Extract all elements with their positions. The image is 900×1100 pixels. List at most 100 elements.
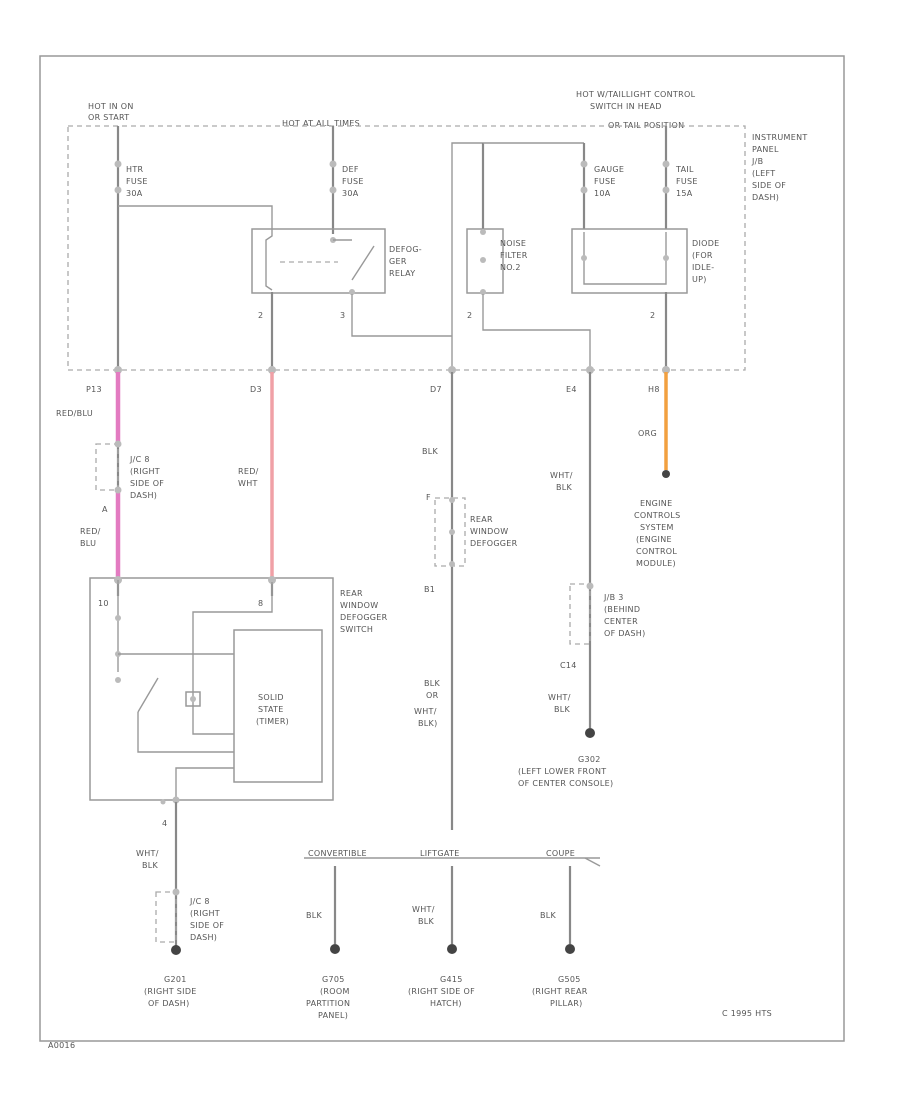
- ground-g415-label: G415 (RIGHT SIDE OF HATCH): [408, 975, 475, 1008]
- wire-label-red-blu: RED/BLU: [56, 409, 93, 418]
- wire-label-blk-2: BLK: [306, 911, 323, 920]
- svg-text:J/C 8: J/C 8: [129, 455, 150, 464]
- switch-terminal-8: [268, 576, 276, 584]
- ecm-terminal: [662, 470, 670, 478]
- switch-contact-arm: [137, 677, 159, 713]
- svg-text:WHT/: WHT/: [412, 905, 435, 914]
- switch-pin-8: 8: [258, 599, 263, 608]
- def-fuse-bottom-terminal: [329, 186, 337, 194]
- svg-text:UP): UP): [692, 275, 707, 284]
- wire-label-blk-1: BLK: [422, 447, 439, 456]
- wire-label-wht-blk-1: WHT/ BLK: [550, 471, 573, 492]
- ground-g505: [565, 944, 575, 954]
- wire-label-blk-3: BLK: [540, 911, 557, 920]
- def-fuse-label: DEF FUSE 30A: [342, 165, 364, 198]
- svg-text:PILLAR): PILLAR): [550, 999, 583, 1008]
- htr-fuse-bottom-terminal: [114, 186, 122, 194]
- svg-text:DASH): DASH): [752, 193, 779, 202]
- instrument-panel-label: INSTRUMENT PANEL J/B (LEFT SIDE OF DASH): [751, 133, 808, 202]
- jb3-pin-c14: C14: [560, 661, 577, 670]
- defogger-relay-label: DEFOG- GER RELAY: [389, 245, 422, 278]
- ground-g201-label: G201 (RIGHT SIDE OF DASH): [144, 975, 197, 1008]
- diode-element-right: [663, 255, 669, 261]
- switch-pin-10: 10: [98, 599, 109, 608]
- switch-node-1: [115, 615, 121, 621]
- pin-e4: E4: [566, 385, 577, 394]
- pin-d7: D7: [430, 385, 442, 394]
- defogger-pin-plus: F: [426, 493, 431, 502]
- svg-text:MODULE): MODULE): [636, 559, 676, 568]
- svg-text:G505: G505: [558, 975, 581, 984]
- defogger-terminal-bottom: [449, 561, 455, 567]
- ground-g505-label: G505 (RIGHT REAR PILLAR): [532, 975, 587, 1008]
- svg-text:30A: 30A: [342, 189, 359, 198]
- htr-fuse-top-terminal: [114, 160, 122, 168]
- defogger-terminal-top: [449, 497, 455, 503]
- connector-e4: [586, 366, 594, 374]
- svg-text:INSTRUMENT: INSTRUMENT: [752, 133, 808, 142]
- ground-g705: [330, 944, 340, 954]
- svg-text:FUSE: FUSE: [342, 177, 364, 186]
- diagram-code-label: A0016: [48, 1041, 75, 1050]
- svg-text:SOLID: SOLID: [258, 693, 284, 702]
- svg-text:DEF: DEF: [342, 165, 359, 174]
- svg-text:BLK): BLK): [418, 719, 438, 728]
- hot-light-label-2: SWITCH IN HEAD: [590, 102, 662, 111]
- svg-text:NOISE: NOISE: [500, 239, 526, 248]
- svg-text:FUSE: FUSE: [594, 177, 616, 186]
- svg-text:NO.2: NO.2: [500, 263, 521, 272]
- solid-state-timer-box: [233, 629, 323, 783]
- svg-text:SWITCH: SWITCH: [340, 625, 373, 634]
- noise-filter-terminal-bottom: [480, 289, 486, 295]
- svg-text:WHT/: WHT/: [550, 471, 573, 480]
- defogger-switch-box: [89, 577, 334, 801]
- body-style-bus-end: [584, 857, 601, 867]
- solid-state-timer-label: SOLID STATE (TIMER): [256, 693, 289, 726]
- svg-text:IDLE-: IDLE-: [692, 263, 714, 272]
- wire-relay-to-ground-bus: [351, 294, 452, 337]
- defogger-pin-b1: B1: [424, 585, 435, 594]
- svg-text:WINDOW: WINDOW: [470, 527, 508, 536]
- svg-text:SIDE OF: SIDE OF: [752, 181, 786, 190]
- diode-loop: [583, 232, 667, 285]
- noise-pin-2: 2: [467, 311, 472, 320]
- ground-g302: [585, 728, 595, 738]
- svg-text:(RIGHT SIDE: (RIGHT SIDE: [144, 987, 197, 996]
- svg-text:30A: 30A: [126, 189, 143, 198]
- svg-text:CENTER: CENTER: [604, 617, 638, 626]
- wire-label-red-blu-2: RED/ BLU: [80, 527, 100, 548]
- defogger-switch-label: REAR WINDOW DEFOGGER SWITCH: [340, 589, 387, 634]
- wire-noise-filter-out: [482, 294, 591, 370]
- jb3-label: J/B 3 (BEHIND CENTER OF DASH): [603, 593, 646, 638]
- diode-label: DIODE (FOR IDLE- UP): [692, 239, 719, 284]
- svg-text:OF DASH): OF DASH): [148, 999, 190, 1008]
- svg-text:REAR: REAR: [470, 515, 493, 524]
- variant-coupe: COUPE: [546, 849, 575, 858]
- svg-text:(LEFT: (LEFT: [752, 169, 775, 178]
- svg-text:SYSTEM: SYSTEM: [640, 523, 674, 532]
- switch-terminal-4: [172, 796, 180, 804]
- switch-terminal-4b: [160, 799, 166, 805]
- svg-text:OR: OR: [426, 691, 439, 700]
- switch-contact-top: [115, 677, 121, 683]
- svg-text:ENGINE: ENGINE: [640, 499, 672, 508]
- ground-g302-label: G302 (LEFT LOWER FRONT OF CENTER CONSOLE…: [518, 755, 613, 788]
- jc8-upper-terminal-top: [114, 440, 122, 448]
- ground-g201: [171, 945, 181, 955]
- hot-run-label-2: OR START: [88, 113, 129, 122]
- jb3-box: [569, 583, 591, 645]
- svg-text:PANEL: PANEL: [752, 145, 779, 154]
- wire-htr-to-relay-coil: [118, 205, 273, 228]
- jc8-lower-box: [155, 891, 177, 943]
- svg-text:OF DASH): OF DASH): [604, 629, 646, 638]
- variant-liftgate: LIFTGATE: [420, 849, 460, 858]
- svg-text:BLK: BLK: [142, 861, 159, 870]
- svg-text:15A: 15A: [676, 189, 693, 198]
- svg-text:STATE: STATE: [258, 705, 284, 714]
- wire-label-wht-blk-2: WHT/ BLK: [136, 849, 159, 870]
- jb3-terminal-top: [586, 582, 594, 590]
- svg-text:J/C 8: J/C 8: [189, 897, 210, 906]
- svg-text:G201: G201: [164, 975, 187, 984]
- hot-run-label-1: HOT IN ON: [88, 102, 134, 111]
- svg-text:FUSE: FUSE: [676, 177, 698, 186]
